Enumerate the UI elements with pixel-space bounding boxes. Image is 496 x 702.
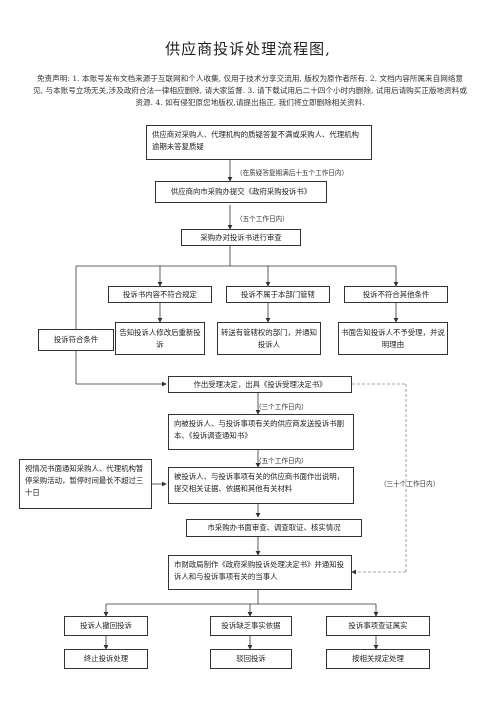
page-title: 供应商投诉处理流程图, bbox=[165, 40, 331, 58]
box-written-notice: 书面告知投诉人不予受理，并说明理由 bbox=[338, 322, 448, 355]
box-reject: 驳回投诉 bbox=[210, 649, 292, 669]
box-lack-basis: 投诉缺乏事实依据 bbox=[210, 616, 292, 636]
box-terminate: 终止投诉处理 bbox=[64, 649, 148, 669]
box-compliant: 投诉符合条件 bbox=[38, 329, 114, 351]
note-five-days-1: （五个工作日内） bbox=[236, 215, 289, 223]
box-send-copy: 向被投诉人、与投诉事项有关的供应商发送投诉书副本、《投诉调查通知书》 bbox=[168, 414, 354, 450]
box-suspend: 视情况书面通知采购人、代理机构暂停采购活动，暂停时间最长不超过三十日 bbox=[19, 459, 152, 509]
box-accept: 作出受理决定，出具《投诉受理决定书》 bbox=[168, 376, 352, 393]
box-withdraw: 投诉人撤回投诉 bbox=[64, 616, 148, 636]
box-start: 供应商对采购人、代理机构的质疑答复不满或采购人、代理机构逾期未答复质疑 bbox=[146, 125, 372, 160]
note-thirty-days: （三十个工作日内） bbox=[380, 480, 440, 488]
box-not-compliant: 投诉书内容不符合规定 bbox=[108, 286, 212, 303]
note-three-days: （三个工作日内） bbox=[255, 403, 308, 411]
box-true-facts: 投诉事项查证属实 bbox=[326, 616, 430, 636]
box-investigate: 市采购办书面审查、调查取证、核实情况 bbox=[186, 519, 362, 537]
box-respond: 被投诉人、与投诉事项有关的供应商书面作出说明，提交相关证据、依据和其他有关材料 bbox=[168, 467, 354, 504]
box-not-jurisdiction: 投诉不属于本部门管辖 bbox=[226, 286, 330, 303]
box-handle: 按相关规定处理 bbox=[326, 649, 430, 669]
disclaimer-text: 免责声明: 1. 本账号发布文档来源于互联网和个人收集, 仅用于技术分享交流用,… bbox=[33, 74, 467, 107]
box-other-conditions: 投诉不符合其他条件 bbox=[344, 286, 448, 303]
box-review: 采购办对投诉书进行审查 bbox=[181, 229, 301, 246]
box-notify-modify: 告知投诉人修改后重新投诉 bbox=[115, 322, 205, 355]
box-decision: 市财政局制作《政府采购投诉处理决定书》并通知投诉人和与投诉事项有关的当事人 bbox=[168, 555, 352, 590]
note-five-days-2: （五个工作日内） bbox=[255, 457, 308, 465]
note-fifteen-days: （在质疑答复期满后十五个工作日内） bbox=[236, 169, 349, 177]
box-submit: 供应商向市采购办提交《政府采购投诉书》 bbox=[155, 181, 327, 203]
box-transfer: 转送有管辖权的部门，并通知投诉人 bbox=[217, 322, 321, 355]
